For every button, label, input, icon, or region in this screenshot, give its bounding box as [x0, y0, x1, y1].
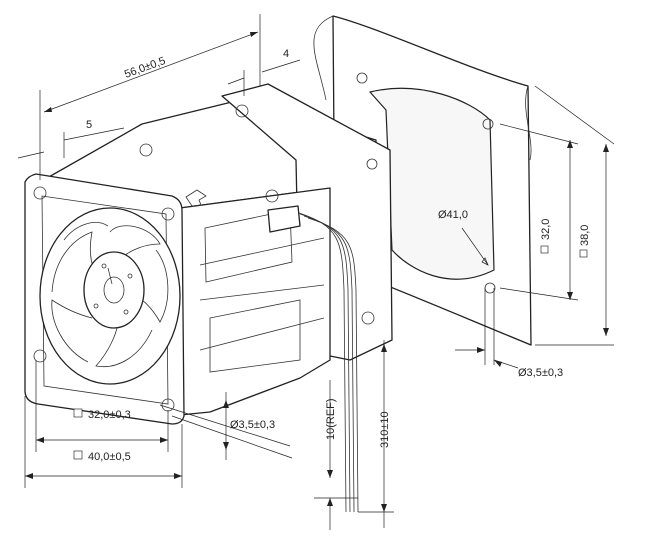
panel-dimensions: 32,0 38,0 Ø41,0 Ø3,5±0,3 — [438, 85, 615, 379]
panel-cutout — [369, 87, 495, 280]
panel-hole-top-right — [482, 118, 494, 130]
frame-offset-label: 5 — [86, 119, 92, 131]
panel-size-label: 38,0 — [579, 225, 591, 246]
body-dimensions: 56,0±0,5 4 5 32,0±0,3 40,0±0,5 Ø3,5±0,3 — [17, 14, 394, 530]
fan-body — [24, 83, 393, 425]
flange-thickness-label: 4 — [283, 48, 289, 60]
front-hole-bottom-left — [33, 349, 47, 363]
hole-circle-label: Ø41,0 — [438, 209, 468, 221]
lead-strip-label: 10(REF) — [325, 398, 337, 440]
lead-length-label: 310±10 — [379, 411, 391, 448]
front-hole-top-right — [161, 207, 175, 221]
panel-mount-hole-label: Ø3,5±0,3 — [518, 367, 563, 379]
panel-hole-top-left — [356, 72, 368, 84]
hub — [83, 251, 145, 329]
front-mount-hole-label: Ø3,5±0,3 — [230, 419, 275, 431]
lead-wires — [267, 205, 359, 513]
front-hole-spacing-label: 32,0±0,3 — [88, 409, 131, 421]
panel-hole-spacing-label: 32,0 — [540, 219, 552, 240]
front-frame-size-label: 40,0±0,5 — [88, 451, 131, 463]
front-hole-top-left — [33, 186, 47, 200]
overall-length-label: 56,0±0,5 — [123, 55, 167, 81]
